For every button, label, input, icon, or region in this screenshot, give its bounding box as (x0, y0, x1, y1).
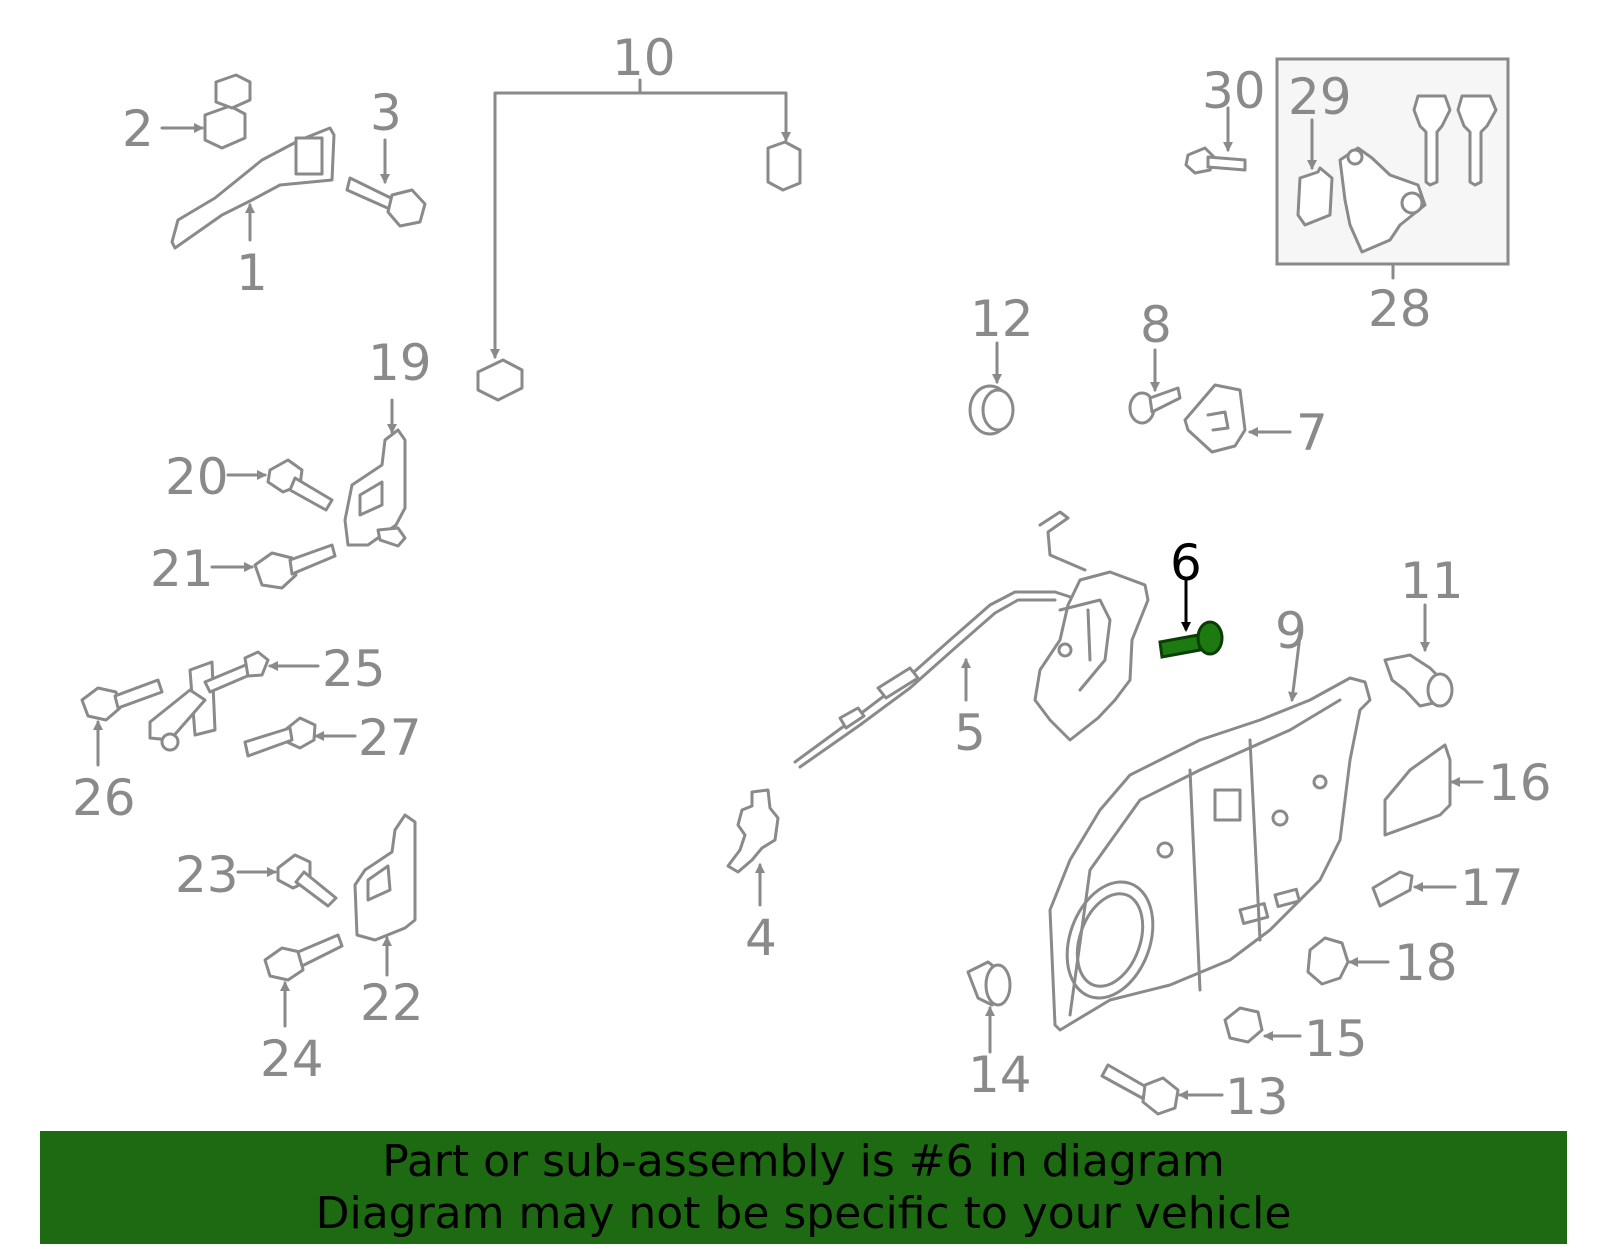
callout-24: 24 (260, 1030, 324, 1088)
callout-17: 17 (1460, 859, 1524, 917)
banner-line-2: Diagram may not be specific to your vehi… (315, 1187, 1292, 1239)
part-18-plug (1306, 936, 1390, 986)
callout-3: 3 (370, 84, 402, 142)
callout-6: 6 (1170, 534, 1202, 592)
callout-4: 4 (745, 909, 777, 967)
part-3-bolt (345, 138, 427, 228)
callout-11: 11 (1400, 552, 1464, 610)
part-16-seal (1383, 743, 1484, 837)
callout-20: 20 (165, 448, 229, 506)
callout-30: 30 (1202, 62, 1266, 120)
callout-10: 10 (612, 29, 676, 87)
part-26-bolt (80, 678, 164, 767)
part-2-clip (160, 73, 252, 150)
part-15-nut (1223, 1006, 1302, 1044)
part-14-cap (966, 960, 1012, 1054)
notice-banner: Part or sub-assembly is #6 in diagram Di… (40, 1131, 1567, 1244)
part-6-screw-highlighted (1158, 580, 1224, 659)
callout-1: 1 (236, 244, 268, 302)
part-1-handle-bracket (170, 126, 336, 250)
callout-19: 19 (368, 334, 432, 392)
callout-23: 23 (175, 846, 239, 904)
part-25-check-arm (148, 650, 320, 752)
part-24-bolt (263, 933, 344, 1028)
part-10-connectors (476, 78, 802, 402)
callout-14: 14 (968, 1046, 1032, 1104)
part-30-bolt (1184, 106, 1247, 175)
part-22-lower-hinge (353, 813, 417, 977)
part-27-bolt (243, 716, 357, 758)
callout-25: 25 (322, 640, 386, 698)
callout-27: 27 (358, 709, 422, 767)
part-13-bolt (1100, 1063, 1224, 1116)
callout-9: 9 (1275, 602, 1307, 660)
callout-29: 29 (1288, 68, 1352, 126)
callout-13: 13 (1225, 1068, 1289, 1126)
part-9-door-panel (1048, 634, 1372, 1032)
callout-15: 15 (1304, 1010, 1368, 1068)
callout-28: 28 (1368, 280, 1432, 338)
part-20-bolt (226, 458, 334, 512)
callout-16: 16 (1488, 754, 1552, 812)
part-5-latch-cable (793, 510, 1150, 769)
part-23-bolt (236, 853, 338, 908)
callout-2: 2 (122, 100, 154, 158)
callout-5: 5 (954, 704, 986, 762)
part-21-bolt (210, 543, 337, 590)
part-7-striker (1183, 383, 1292, 454)
callout-18: 18 (1394, 934, 1458, 992)
callout-26: 26 (72, 769, 136, 827)
banner-line-1: Part or sub-assembly is #6 in diagram (382, 1135, 1225, 1187)
part-8-screw (1128, 348, 1182, 425)
part-12-grommet (968, 341, 1015, 436)
part-19-upper-hinge (343, 398, 407, 548)
part-28-lock-set (1275, 57, 1510, 280)
callout-8: 8 (1140, 296, 1172, 354)
callout-12: 12 (970, 290, 1034, 348)
part-11-push-clip (1383, 603, 1454, 708)
part-17-pad (1371, 870, 1457, 908)
callout-22: 22 (360, 974, 424, 1032)
callout-7: 7 (1296, 404, 1328, 462)
callout-21: 21 (150, 540, 214, 598)
part-4-inside-handle (726, 788, 780, 907)
